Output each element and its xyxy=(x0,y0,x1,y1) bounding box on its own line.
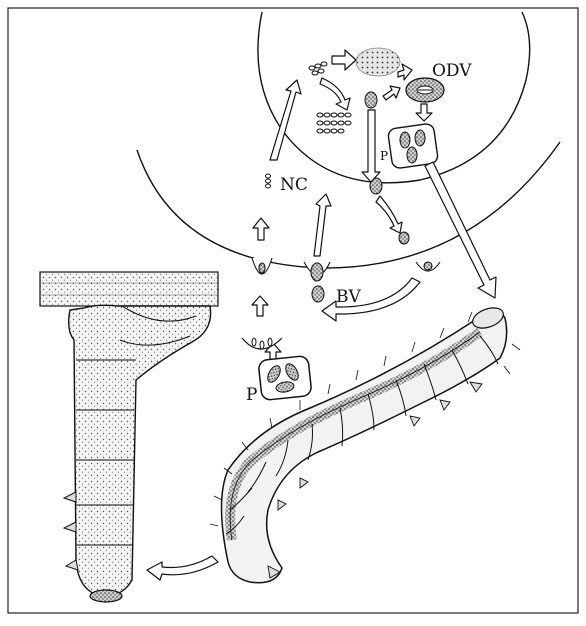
nc-label: NC xyxy=(280,175,308,195)
white-arrow xyxy=(320,78,350,110)
white-arrow xyxy=(398,64,412,80)
white-arrow xyxy=(314,194,331,256)
nucleocapsid-group xyxy=(317,113,351,133)
odv-label: ODV xyxy=(432,61,472,81)
occlusion-derived-virion xyxy=(406,78,444,102)
occlusion-body-nucleus xyxy=(387,123,438,169)
bv-label: BV xyxy=(336,287,361,307)
white-arrow xyxy=(416,104,432,121)
white-arrow xyxy=(252,296,268,316)
white-arrow xyxy=(147,556,218,580)
white-arrow xyxy=(332,50,356,70)
p-small-label: P xyxy=(380,149,388,163)
white-arrow xyxy=(425,162,496,298)
hanging-dead-larva xyxy=(40,272,218,602)
cell-outline xyxy=(137,142,560,268)
occlusion-body-large xyxy=(258,355,312,400)
nucleocapsid-marker xyxy=(266,174,271,188)
nucleocapsid-cluster xyxy=(309,62,327,75)
white-arrow xyxy=(383,86,400,100)
white-arrow xyxy=(362,110,380,182)
budded-virion xyxy=(312,286,324,302)
p-large-label: P xyxy=(246,385,257,405)
virogenic-stroma xyxy=(356,48,400,76)
white-arrow xyxy=(270,80,301,160)
white-arrow xyxy=(253,218,269,240)
white-arrow xyxy=(376,196,402,233)
